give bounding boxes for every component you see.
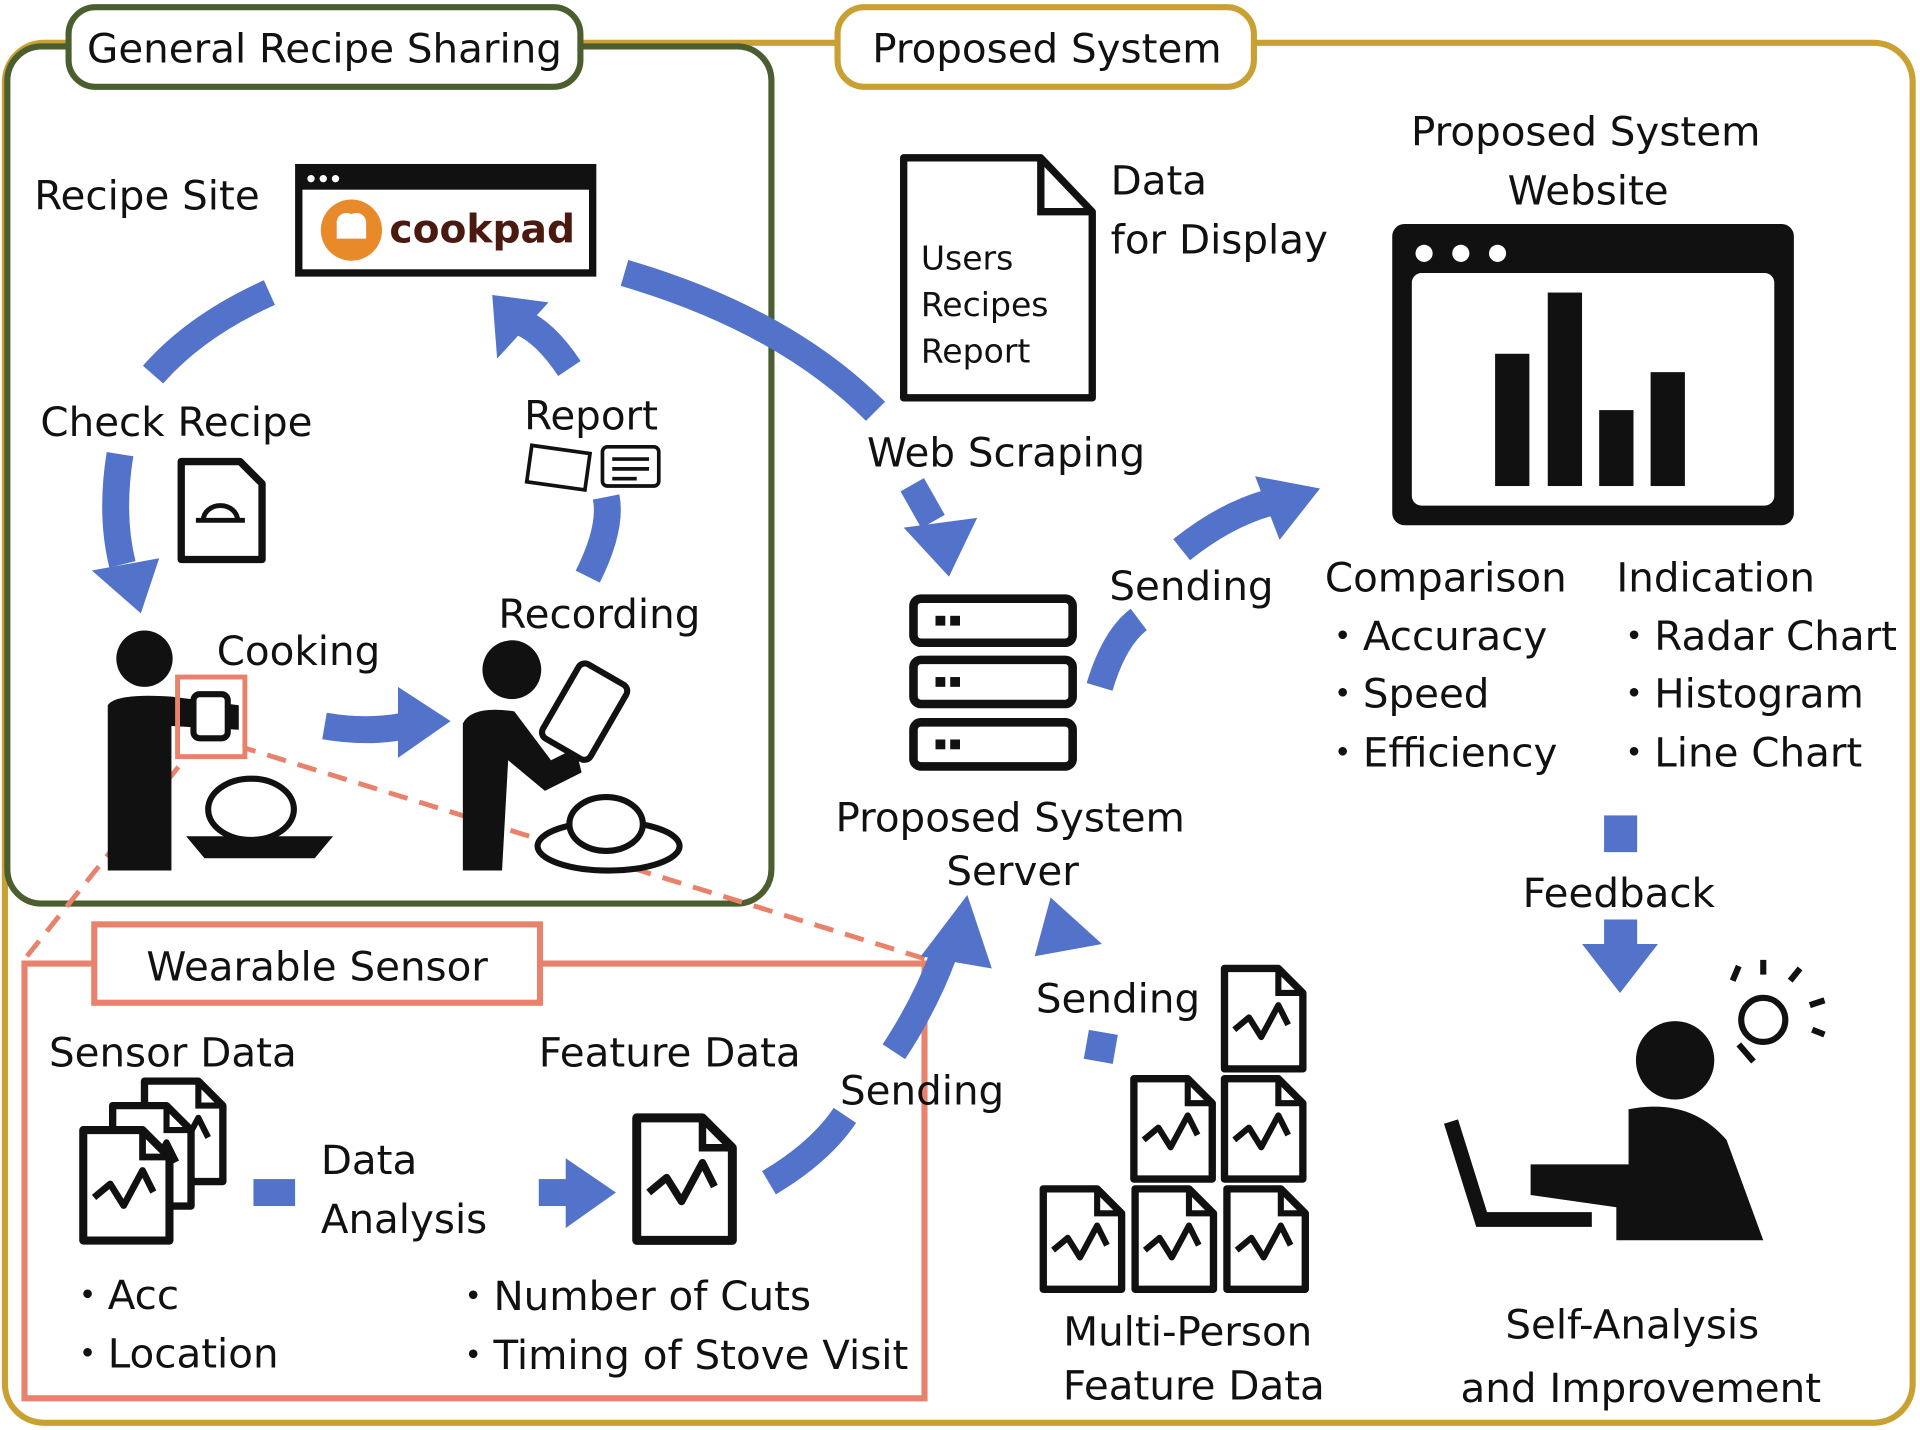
recipe-site-label: Recipe Site bbox=[34, 171, 259, 219]
cookpad-logo: cookpad bbox=[389, 207, 575, 252]
data-analysis-1: Data bbox=[321, 1136, 417, 1184]
analysis-arrow-tail bbox=[253, 1179, 296, 1207]
sensor-data-item: ・Acc bbox=[67, 1271, 179, 1319]
proposed-system-title: Proposed System bbox=[872, 24, 1221, 72]
arrow-feature-to-server bbox=[920, 895, 992, 969]
sending-feature-label: Sending bbox=[840, 1066, 1004, 1114]
arrow-cooking-to-recording bbox=[397, 686, 451, 758]
feedback-label: Feedback bbox=[1523, 869, 1716, 917]
doc-line-users: Users bbox=[921, 238, 1014, 277]
feedback-arrow-head bbox=[1582, 943, 1658, 993]
sensor-data-title: Sensor Data bbox=[49, 1028, 297, 1076]
website-title-1: Proposed System bbox=[1411, 108, 1760, 156]
cookpad-window: cookpad bbox=[295, 163, 597, 277]
wearable-sensor-title: Wearable Sensor bbox=[146, 943, 488, 991]
general-recipe-label-box bbox=[65, 4, 584, 90]
arrow-check-to-cooking bbox=[102, 452, 136, 568]
bar-chart-bar bbox=[1547, 292, 1583, 487]
cooking-label: Cooking bbox=[217, 627, 380, 675]
recording-label: Recording bbox=[498, 590, 700, 638]
smartphone-icon bbox=[538, 660, 631, 763]
cooking-person-icon bbox=[107, 630, 334, 871]
sending-multi-label: Sending bbox=[1036, 975, 1200, 1023]
server-label-1: Proposed System bbox=[835, 793, 1184, 841]
indication-item: ・Line Chart bbox=[1614, 728, 1862, 776]
wearable-sensor-label-box bbox=[91, 921, 544, 1006]
display-data-doc bbox=[900, 154, 1096, 402]
bar-chart-bar bbox=[1599, 410, 1634, 487]
lightbulb-icon bbox=[1738, 994, 1789, 1045]
sending-to-website-label: Sending bbox=[1109, 562, 1273, 610]
recipe-doc-icon bbox=[177, 457, 266, 564]
comparison-title: Comparison bbox=[1325, 553, 1567, 601]
person-laptop-icon bbox=[1444, 959, 1826, 1241]
feedback-arrow-tail bbox=[1604, 815, 1638, 853]
multi-person-label-2: Feature Data bbox=[1063, 1361, 1325, 1409]
sensor-data-docs-icon bbox=[83, 1081, 223, 1240]
proposed-system-label-box bbox=[834, 4, 1257, 90]
bar-chart-bar bbox=[1650, 372, 1685, 487]
multi-person-label-1: Multi-Person bbox=[1063, 1308, 1312, 1356]
feature-data-item: ・Number of Cuts bbox=[453, 1272, 811, 1320]
indication-item: ・Radar Chart bbox=[1614, 612, 1897, 660]
general-recipe-sharing-title: General Recipe Sharing bbox=[87, 24, 562, 72]
indication-title: Indication bbox=[1616, 553, 1815, 601]
self-analysis-label-2: and Improvement bbox=[1461, 1364, 1822, 1412]
indication-item: ・Histogram bbox=[1614, 670, 1864, 718]
arrow-site-to-scraping bbox=[620, 260, 886, 421]
arrow-multi-to-server bbox=[1034, 897, 1103, 957]
data-for-display-1: Data bbox=[1111, 157, 1207, 205]
arrow-report-to-site bbox=[492, 295, 549, 359]
data-for-display-2: for Display bbox=[1111, 215, 1328, 263]
check-recipe-label: Check Recipe bbox=[40, 398, 312, 446]
sensor-data-item: ・Location bbox=[67, 1330, 278, 1378]
arrow-scraping-to-server bbox=[903, 517, 978, 577]
server-label-2: Server bbox=[946, 847, 1079, 895]
comparison-item: ・Efficiency bbox=[1322, 728, 1557, 776]
feature-data-doc-icon bbox=[637, 1118, 733, 1240]
website-title-2: Website bbox=[1508, 166, 1669, 214]
web-scraping-label: Web Scraping bbox=[867, 428, 1145, 476]
data-analysis-2: Analysis bbox=[321, 1195, 487, 1243]
feature-data-title: Feature Data bbox=[539, 1028, 801, 1076]
arrow-server-to-website bbox=[1255, 476, 1320, 540]
bar-chart-bar bbox=[1495, 353, 1530, 487]
doc-line-report: Report bbox=[921, 331, 1031, 370]
arrow-site-to-check bbox=[142, 280, 275, 384]
comparison-item: ・Speed bbox=[1322, 670, 1489, 718]
feature-data-item: ・Timing of Stove Visit bbox=[453, 1331, 908, 1379]
report-label: Report bbox=[524, 392, 658, 440]
recording-person-icon bbox=[462, 640, 683, 874]
report-icons bbox=[524, 443, 661, 493]
analysis-arrow-head bbox=[565, 1158, 616, 1229]
doc-line-recipes: Recipes bbox=[921, 285, 1049, 324]
server-icon bbox=[909, 594, 1077, 771]
self-analysis-label-1: Self-Analysis bbox=[1505, 1300, 1759, 1348]
website-browser-icon bbox=[1392, 223, 1794, 526]
comparison-item: ・Accuracy bbox=[1322, 612, 1547, 660]
